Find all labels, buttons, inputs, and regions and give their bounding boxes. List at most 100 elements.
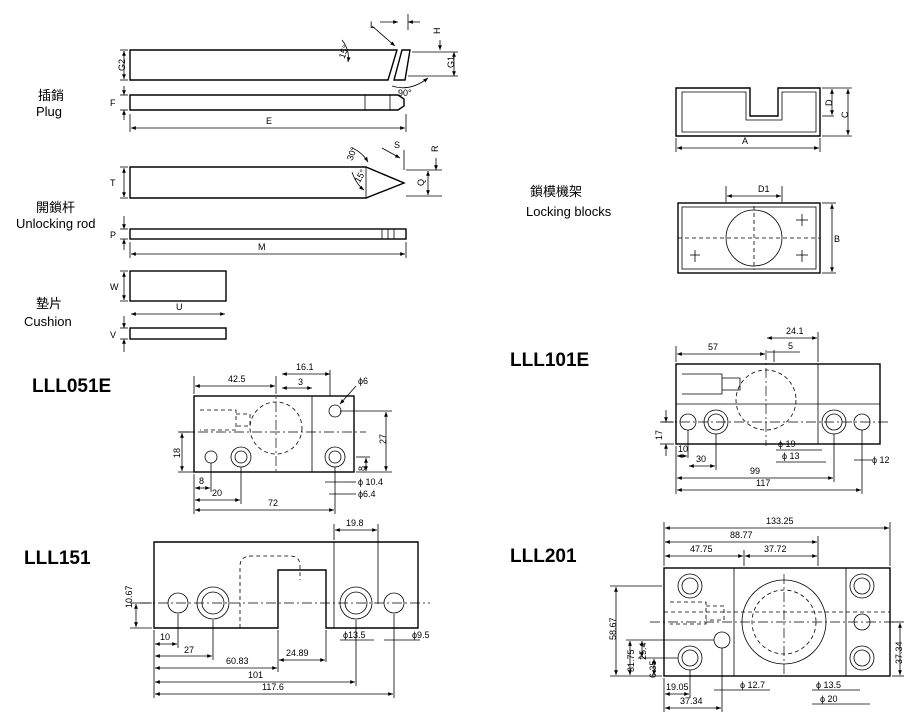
plug-l-label: L (370, 20, 375, 30)
cushion-label-cn: 墊片 (36, 296, 62, 311)
lll201-diagram: LLL201 133.25 88.77 47.75 37.72 (510, 516, 904, 712)
lll101e-99-label: 99 (750, 466, 760, 476)
cushion-label-en: Cushion (24, 314, 72, 329)
lll051e-42-5-label: 42.5 (228, 374, 246, 384)
lll151-phi13-5-label: ϕ13.5 (343, 630, 366, 640)
lll201-title: LLL201 (510, 546, 577, 567)
rod-side-view (129, 228, 407, 240)
lll151-body (153, 541, 419, 629)
lll101e-5-label: 5 (788, 341, 793, 351)
lll101e-10-label: 10 (678, 444, 688, 454)
lll201-37-72-label: 37.72 (764, 544, 787, 554)
plug-90deg-label: 90° (398, 88, 412, 98)
lll151-diagram: LLL151 19.8 10.67 10 27 60.83 24.89 (24, 518, 430, 698)
cushion-v-label: V (110, 330, 116, 340)
lll051e-16-1-label: 16.1 (296, 362, 314, 372)
unlock-label-cn: 開鎖杆 (36, 200, 75, 215)
plug-e-label: E (266, 116, 272, 126)
block-c-label: C (840, 111, 850, 118)
lll201-47-75-label: 47.75 (690, 544, 713, 554)
cushion-side-view (129, 327, 227, 340)
block-d1-label: D1 (758, 184, 770, 194)
lll201-6-35-label: 6.35 (648, 660, 658, 678)
block-b-label: B (834, 234, 840, 244)
plug-label-en: Plug (36, 104, 62, 119)
plug-label-cn: 插銷 (38, 88, 64, 103)
plug-g1-label: G1 (446, 56, 456, 68)
plug-top-view (129, 49, 398, 81)
lll201-hole-bl (677, 645, 703, 671)
rod-m-label: M (258, 242, 266, 252)
lll201-37-34-right-label: 37.34 (894, 641, 904, 664)
lll051e-body (193, 395, 355, 473)
lll101e-title: LLL101E (510, 350, 589, 371)
lll201-hole-mid (713, 631, 731, 649)
lll051e-hole-right (324, 446, 346, 468)
plug-15deg-label: 15° (337, 43, 351, 60)
lll051e-72-label: 72 (268, 498, 278, 508)
cushion-u-label: U (176, 302, 183, 312)
lll151-10-label: 10 (160, 632, 170, 642)
unlock-label-en: Unlocking rod (16, 216, 96, 231)
lll051e-title: LLL051E (32, 376, 111, 397)
lll201-133-25-label: 133.25 (766, 516, 794, 526)
lll201-37-34-bottom-label: 37.34 (680, 696, 703, 706)
lll151-101-label: 101 (248, 670, 263, 680)
lll051e-3-label: 3 (298, 377, 303, 387)
lll051e-phi10-4-label: ϕ 10.4 (358, 477, 383, 487)
lll151-19-8-label: 19.8 (346, 518, 364, 528)
lll051e-8-left-label: 8 (199, 476, 204, 486)
lll201-88-77-label: 88.77 (730, 530, 753, 540)
lll151-24-89-label: 24.89 (286, 648, 309, 658)
plug-g2-label: G2 (117, 59, 127, 71)
lll101e-30-label: 30 (696, 454, 706, 464)
lll101e-phi19-label: ϕ 19 (778, 439, 796, 449)
lll051e-hole-left (230, 446, 252, 468)
lll201-phi13-5-label: ϕ 13.5 (816, 680, 841, 690)
lll201-phi12-7-label: ϕ 12.7 (740, 680, 765, 690)
rod-q-label: Q (416, 179, 426, 186)
lll201-58-67-label: 58.67 (608, 617, 618, 640)
lll051e-20-label: 20 (212, 488, 222, 498)
plug-side-view (129, 94, 405, 111)
lll201-hole-br (849, 645, 875, 671)
plug-tip (393, 49, 411, 81)
lll051e-phi6-4-label: ϕ6.4 (358, 489, 376, 499)
lll201-hole-tl (677, 573, 703, 599)
lll051e-phi6-label: ϕ6 (358, 376, 368, 386)
lll101e-17-label: 17 (654, 430, 664, 440)
plug-diagram: 插銷 Plug G2 15° L H G1 90° F E (36, 14, 458, 132)
rod-r-label: R (430, 145, 440, 152)
lll151-10-67-label: 10.67 (124, 585, 134, 608)
block-a-label: A (742, 136, 748, 146)
lll051e-hole-small (204, 450, 218, 464)
lll051e-diagram: LLL051E 42.5 16.1 3 ϕ6 27 8 18 (32, 362, 392, 514)
plug-f-label: F (110, 98, 116, 108)
lll101e-117-label: 117 (756, 478, 770, 488)
lll101e-phi13-label: ϕ 13 (782, 451, 800, 461)
rod-top-view (129, 166, 406, 199)
lll051e-hole-top (328, 404, 342, 418)
rod-s-label: S (394, 140, 400, 150)
rod-p-label: P (110, 230, 116, 240)
cushion-diagram: 墊片 Cushion W U V (24, 270, 227, 352)
lll151-title: LLL151 (24, 548, 91, 569)
block-d-label: D (824, 99, 834, 106)
rod-t-label: T (110, 178, 116, 188)
lll101e-diagram: LLL101E 57 24.1 5 17 10 30 (510, 326, 890, 494)
lll051e-8-right-label: 8 (357, 466, 367, 471)
lll151-phi9-5-label: ϕ9.5 (412, 630, 430, 640)
unlocking-rod-diagram: 開鎖杆 Unlocking rod T 30° 15° S R Q P M (16, 140, 442, 258)
lll201-25-4-label: 25.4 (638, 642, 648, 660)
block-front-view (675, 87, 821, 137)
lll051e-27-label: 27 (378, 434, 388, 444)
lll201-19-05-label: 19.05 (666, 682, 689, 692)
lll151-60-83-label: 60.83 (226, 656, 249, 666)
blocks-label-en: Locking blocks (526, 204, 612, 219)
cushion-w-label: W (110, 282, 119, 292)
plug-h-label: H (432, 28, 442, 35)
rod-30deg-label: 30° (345, 145, 359, 162)
lll101e-phi12-label: ϕ 12 (872, 455, 890, 465)
lll201-phi20-label: ϕ 20 (820, 694, 838, 704)
